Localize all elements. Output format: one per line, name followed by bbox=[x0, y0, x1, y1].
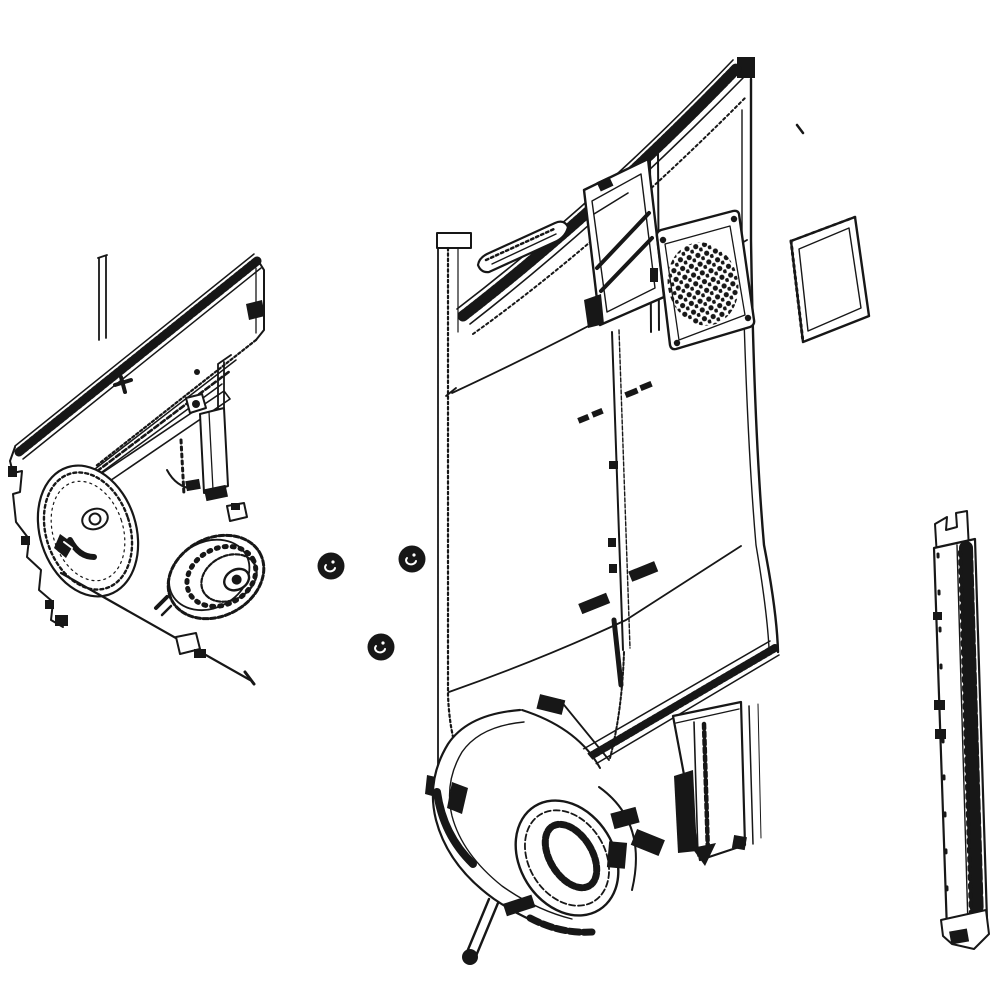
hex-nut bbox=[398, 545, 426, 573]
vent-channel bbox=[476, 220, 570, 274]
left-panel-assembly bbox=[8, 253, 265, 686]
heater-duct bbox=[671, 700, 762, 866]
air-grille bbox=[650, 209, 756, 351]
heater-rail bbox=[932, 510, 990, 950]
filter-pad bbox=[789, 215, 871, 344]
blower-disc bbox=[36, 464, 140, 598]
drive-motor bbox=[154, 502, 266, 658]
mounting-nuts bbox=[317, 545, 426, 661]
hex-nut bbox=[317, 552, 345, 580]
bulkhead-panel bbox=[425, 57, 805, 821]
lint-duct-frame bbox=[582, 153, 666, 333]
hex-nut bbox=[367, 633, 395, 661]
blower-housing bbox=[431, 694, 665, 965]
